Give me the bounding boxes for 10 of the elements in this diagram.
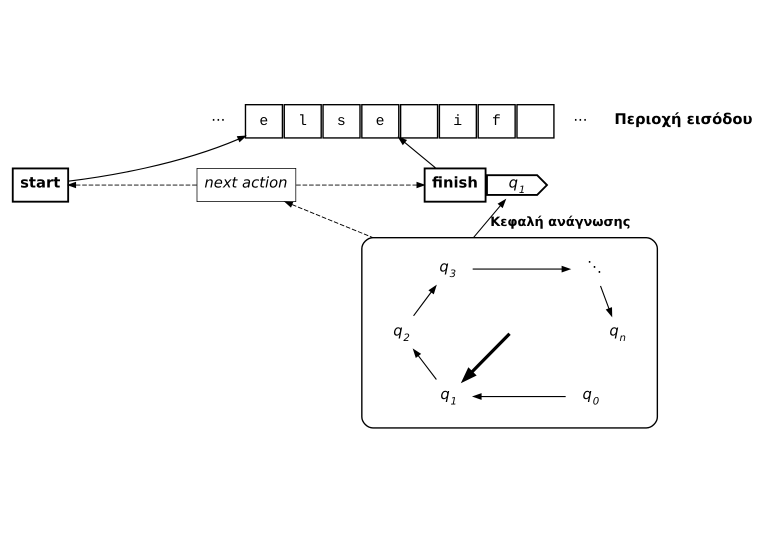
node-text: ⋱ bbox=[587, 258, 602, 276]
edge-label: Κεφαλή ανάγνωσης bbox=[490, 214, 630, 230]
node-text: q$_{0}$ bbox=[582, 386, 600, 408]
label: ··· bbox=[211, 112, 226, 129]
node-text: q$_{3}$ bbox=[439, 258, 456, 280]
label: Περιοχή εισόδου bbox=[614, 110, 753, 128]
label: ··· bbox=[573, 112, 588, 129]
node-text: q$_{2}$ bbox=[393, 322, 410, 344]
node-text: q$_{n}$ bbox=[609, 322, 626, 344]
node-text: q$_{1}$ bbox=[440, 386, 457, 408]
